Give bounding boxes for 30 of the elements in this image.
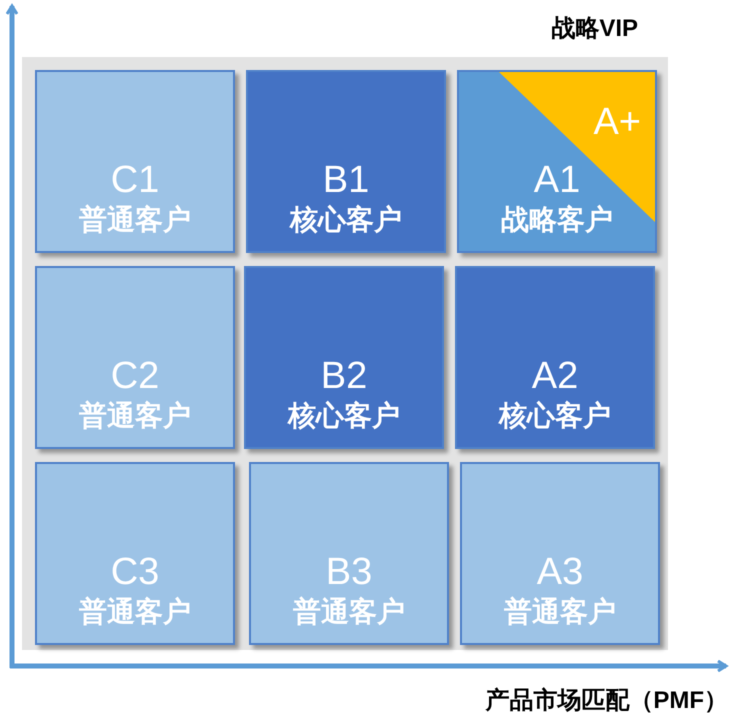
x-axis-label: 产品市场匹配（PMF） xyxy=(485,686,728,716)
customer-cell xyxy=(460,462,660,645)
tier-code: A3 xyxy=(536,552,584,592)
customer-type: 普通客户 xyxy=(78,400,192,432)
customer-type: 普通客户 xyxy=(292,596,406,628)
customer-cell xyxy=(35,70,235,253)
customer-cell xyxy=(246,70,446,253)
customer-type: 普通客户 xyxy=(503,596,617,628)
tier-code: A1 xyxy=(532,160,582,200)
customer-type: 核心客户 xyxy=(288,204,403,236)
customer-type: 普通客户 xyxy=(78,596,192,628)
customer-cell xyxy=(455,266,655,449)
tier-code: A2 xyxy=(530,356,580,396)
tier-code: A+ xyxy=(593,102,641,142)
customer-type: 核心客户 xyxy=(286,400,401,432)
tier-code: B3 xyxy=(324,552,374,592)
tier-code: C3 xyxy=(110,552,160,592)
customer-type: 核心客户 xyxy=(497,400,612,432)
tier-code: C1 xyxy=(110,160,160,200)
customer-cell xyxy=(244,266,444,449)
customer-type: 战略客户 xyxy=(500,204,614,236)
customer-type: 普通客户 xyxy=(78,204,192,236)
category-label: 战略VIP xyxy=(551,14,638,44)
tier-code: B1 xyxy=(322,160,370,200)
customer-cell xyxy=(35,462,235,645)
customer-cell xyxy=(249,462,449,645)
tier-code: B2 xyxy=(320,356,368,396)
customer-cell xyxy=(457,70,657,253)
customer-cell xyxy=(35,266,235,449)
tier-code: C2 xyxy=(110,356,160,396)
